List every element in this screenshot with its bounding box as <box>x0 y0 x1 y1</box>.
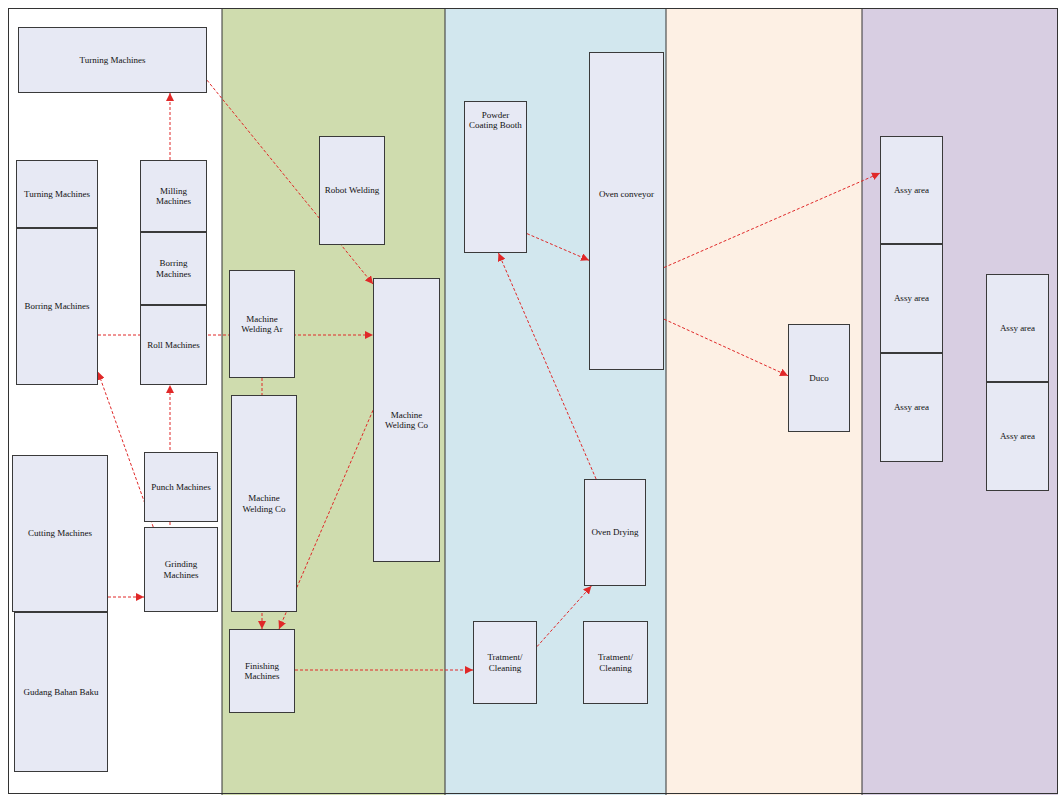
machine-box: Duco <box>788 324 850 432</box>
machine-box: Finishing Machines <box>229 629 295 713</box>
flow-arrow <box>295 670 473 671</box>
machine-label: Tratment/ Cleaning <box>477 652 533 673</box>
machine-label: Grinding Machines <box>148 559 214 580</box>
machine-box: Gudang Bahan Baku <box>14 612 108 772</box>
machine-label: Gudang Bahan Baku <box>24 687 99 697</box>
machine-box: Cutting Machines <box>12 455 108 612</box>
machine-box: Borring Machines <box>140 232 207 305</box>
machine-label: Punch Machines <box>151 482 211 492</box>
machine-label: Tratment/ Cleaning <box>587 652 644 673</box>
flow-arrow <box>108 597 144 598</box>
machine-label: Machine Welding Co <box>377 410 436 431</box>
machine-label: Milling Machines <box>144 186 203 207</box>
machine-label: Assy area <box>894 185 929 195</box>
flow-arrow <box>664 319 788 376</box>
flow-arrow <box>527 234 589 261</box>
machine-label: Assy area <box>1000 431 1035 441</box>
zone-band <box>8 8 222 795</box>
machine-label: Machine Welding Co <box>235 493 293 514</box>
machine-label: Turning Machines <box>80 55 146 65</box>
machine-label: Cutting Machines <box>28 528 92 538</box>
machine-box: Turning Machines <box>18 27 207 93</box>
machine-box: Oven Drying <box>584 479 646 586</box>
machine-label: Oven Drying <box>591 527 638 537</box>
machine-label: Finishing Machines <box>233 661 291 682</box>
machine-box: Turning Machines <box>16 160 98 228</box>
machine-box: Powder Coating Booth <box>464 101 527 253</box>
machine-box: Assy area <box>880 353 943 462</box>
zone-band <box>445 8 666 795</box>
flow-arrow <box>498 253 596 479</box>
machine-label: Robot Welding <box>325 185 379 195</box>
machine-label: Assy area <box>894 293 929 303</box>
machine-box: Tratment/ Cleaning <box>583 621 648 704</box>
machine-box: Assy area <box>986 274 1049 382</box>
machine-box: Assy area <box>880 244 943 353</box>
machine-box: Robot Welding <box>319 136 385 245</box>
machine-box: Roll Machines <box>140 305 207 385</box>
machine-label: Machine Welding Ar <box>233 314 291 335</box>
flow-arrow <box>664 173 880 267</box>
layout-border <box>9 9 1058 794</box>
machine-label: Oven conveyor <box>599 189 654 199</box>
zone-band <box>222 8 445 795</box>
machine-box: Machine Welding Co <box>373 278 440 562</box>
zone-divider <box>445 8 446 795</box>
machine-label: Assy area <box>894 402 929 412</box>
zone-band <box>862 8 1058 795</box>
zone-divider <box>666 8 667 795</box>
zone-divider <box>222 8 223 795</box>
machine-label: Turning Machines <box>24 189 90 199</box>
machine-box: Borring Machines <box>16 228 98 385</box>
machine-box: Tratment/ Cleaning <box>473 621 537 704</box>
machine-label: Borring Machines <box>144 258 203 279</box>
zone-band <box>666 8 862 795</box>
machine-label: Roll Machines <box>147 340 200 350</box>
machine-label: Duco <box>809 373 829 383</box>
machine-box: Grinding Machines <box>144 527 218 612</box>
machine-label: Borring Machines <box>24 301 89 311</box>
machine-box: Machine Welding Co <box>231 395 297 612</box>
machine-box: Assy area <box>986 382 1049 491</box>
machine-box: Milling Machines <box>140 160 207 232</box>
machine-label: Assy area <box>1000 323 1035 333</box>
machine-box: Punch Machines <box>144 452 218 522</box>
machine-box: Oven conveyor <box>589 52 664 370</box>
zone-divider <box>862 8 863 795</box>
machine-label: Powder Coating Booth <box>468 110 523 131</box>
machine-box: Assy area <box>880 136 943 244</box>
machine-box: Machine Welding Ar <box>229 270 295 378</box>
